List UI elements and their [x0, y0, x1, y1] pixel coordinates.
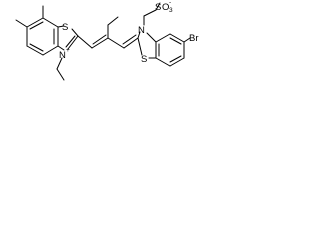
bond: [137, 37, 143, 56]
nitrogen-label: N: [138, 25, 145, 36]
bond: [92, 34, 107, 45]
bond: [143, 9, 157, 17]
bond: [123, 37, 139, 49]
bond: [183, 37, 191, 43]
bromine-label: Br: [189, 33, 199, 44]
bond: [137, 31, 141, 39]
bond: [155, 33, 171, 43]
structure-diagram: S N + N S Br S O 3 - O: [0, 0, 208, 120]
bond: [107, 16, 119, 26]
bond: [155, 57, 171, 67]
nitrogen-label: N: [59, 50, 66, 61]
bond: [169, 33, 185, 43]
subscript-label: 3: [169, 7, 173, 14]
bond: [57, 25, 65, 28]
bond: [29, 21, 44, 30]
bond: [56, 68, 65, 81]
bond: [71, 28, 79, 37]
sulfur-label: S: [62, 22, 68, 33]
bond: [26, 17, 44, 28]
bond: [107, 37, 125, 49]
bond: [42, 17, 59, 28]
charge-label: -: [169, 0, 171, 6]
sulfonate-oxygen-label: O: [162, 2, 169, 13]
bond: [67, 35, 79, 50]
bond: [42, 45, 59, 56]
bond: [155, 2, 161, 11]
bond: [169, 37, 182, 45]
bond: [169, 57, 185, 67]
bond: [91, 37, 109, 49]
bond: [29, 43, 44, 52]
bond: [122, 34, 137, 45]
bond: [169, 55, 182, 63]
molecule-drawing: S N + N S Br S O 3 - O: [15, 0, 199, 81]
bond: [146, 32, 157, 43]
bond: [77, 35, 93, 49]
bonds: [15, 2, 191, 81]
sulfonate-sulfur-label: S: [155, 2, 161, 13]
bond: [56, 57, 63, 70]
bond: [15, 19, 28, 28]
charge-label: +: [66, 47, 70, 54]
atom-labels: S N + N S Br S O 3 - O: [59, 0, 199, 65]
bond: [57, 45, 65, 51]
bond: [26, 45, 44, 56]
bond: [65, 35, 76, 48]
sulfur-label: S: [141, 54, 147, 65]
